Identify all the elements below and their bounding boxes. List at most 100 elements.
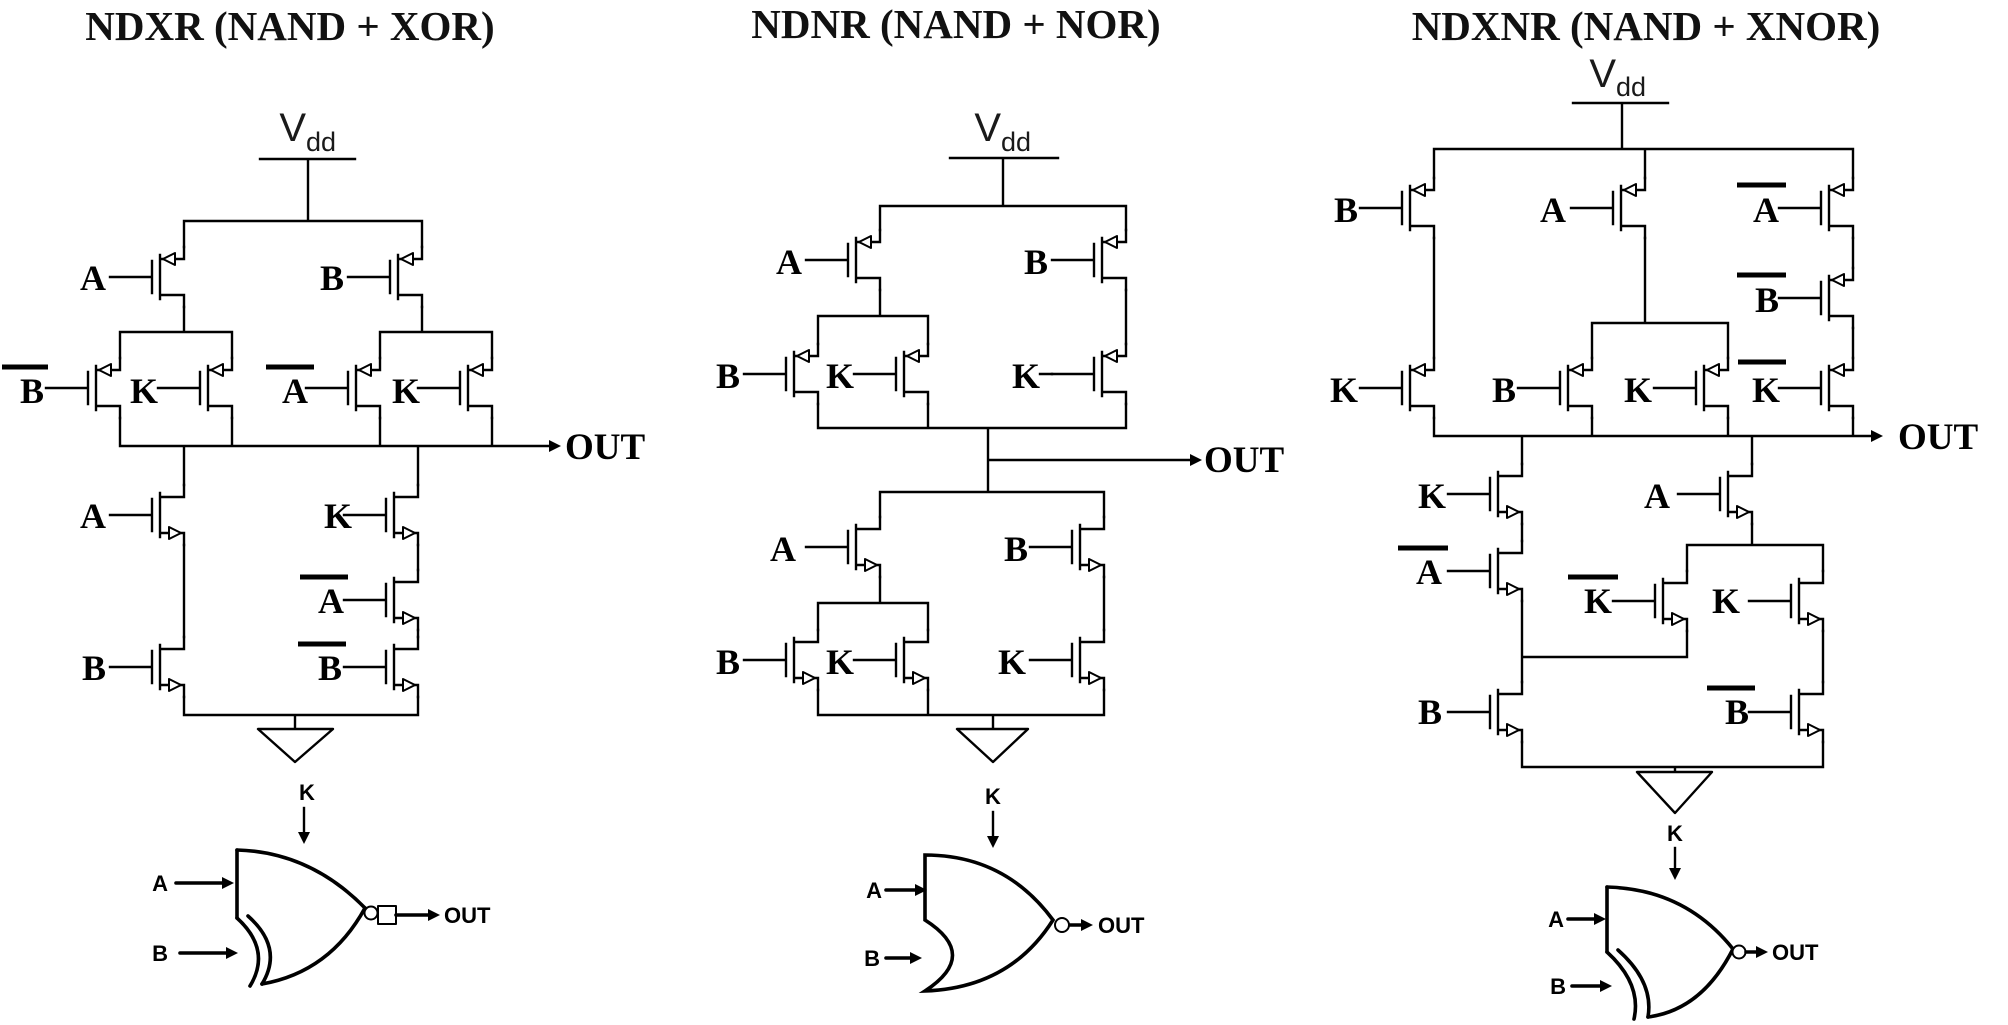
transistor-label-nmos-k: K [998,642,1026,682]
pmos-transistor [304,356,382,420]
gate-symbol-nor: A B OUT [864,853,1145,994]
transistor-label-pmos-pair-b: B [1492,370,1516,410]
output-bubble [1731,944,1747,960]
pmos-transistor [108,245,186,309]
nmos-transistor [342,568,420,632]
gate-top-curve [235,848,367,910]
out-label: OUT [1898,417,1979,458]
transistor-label-nmos-abar: A [318,581,344,621]
pmos-transistor [804,228,882,292]
transistor-label-nmos-k: K [1418,476,1446,516]
nmos-transistor [342,635,420,699]
transistor-label-nmos-k: K [324,496,352,536]
circuit-title: NDNR (NAND + NOR) [751,1,1160,47]
circuit-title: NDXNR (NAND + XNOR) [1412,3,1881,49]
nmos-transistor [1747,680,1825,744]
transistor-label-nmos-a: A [80,496,106,536]
control-arrowhead [298,832,310,844]
transistor-label-nmos-b: B [1418,692,1442,732]
gate-bottom-curve [260,906,367,986]
transistor-label-pmos-bbar: B [1755,280,1779,320]
ground-symbol [955,727,1030,764]
pmos-transistor [156,356,234,420]
transistor-label-nmos-kbar: K [1584,581,1612,621]
gate-input-a-label: A [866,878,882,903]
transistor-label-nmos-a: A [770,529,796,569]
gate-input-b-arrowhead [226,947,238,959]
pmos-transistor [1050,228,1128,292]
output-bubble [363,905,379,921]
ground-symbol [1635,770,1714,815]
gate-outer-crescent [235,916,261,988]
out-label: OUT [1204,440,1285,481]
nmos-transistor [342,483,420,547]
pmos-transistor [742,342,820,406]
gate-out-label: OUT [1098,913,1145,938]
pmos-transistor [1777,266,1855,330]
pmos-transistor [1569,176,1647,240]
gate-inner-crescent [1616,948,1651,1019]
vdd-label: V [1589,52,1616,96]
control-arrowhead [1669,868,1681,880]
transistor-label-pmos-k2: K [392,371,420,411]
transistor-label-nmos-abar: A [1416,552,1442,592]
transistor-label-nmos-k2: K [1712,581,1740,621]
nmos-transistor [1028,515,1106,579]
gate-output-arrowhead [1081,919,1093,931]
circuit-title: NDXR (NAND + XOR) [85,3,494,49]
transistor-label-pmos-k1: K [130,371,158,411]
out-arrowhead [549,440,561,452]
wires [816,156,1192,731]
out-label: OUT [565,427,646,468]
vdd-label: V [974,106,1001,150]
pmos-transistor [416,356,494,420]
gate-input-a-arrowhead [222,877,234,889]
pmos-transistor [852,342,930,406]
wires [118,157,551,731]
transistor-label-nmos-bbar: B [1725,692,1749,732]
circuit-ndnr: NDNR (NAND + NOR) V dd A B B K K A B B K… [716,1,1285,994]
nmos-transistor [852,628,930,692]
nmos-transistor [1446,680,1524,744]
control-k-label: K [299,780,315,805]
gate-input-a-label: A [152,871,168,896]
transistor-label-pmos-a: A [776,242,802,282]
pmos-transistor [1777,176,1855,240]
transistor-label-pmos-kbar: K [1752,370,1780,410]
transistor-label-pmos-abar: A [282,371,308,411]
transistor-label-nmos-b: B [1004,529,1028,569]
nmos-transistor [1446,539,1524,603]
gate-input-b-arrowhead [910,952,922,964]
transistor-label-pmos-a: A [80,258,106,298]
vdd-subscript: dd [1001,127,1031,157]
nmos-transistor [742,628,820,692]
transistor-label-pmos-b: B [1024,242,1048,282]
pmos-transistor [44,356,122,420]
gate-body [918,853,1056,994]
gate-symbol-nand-xnor: A B OUT [1548,885,1819,1021]
nmos-transistor [1028,628,1106,692]
transistor-label-nmos-pair-b: B [716,642,740,682]
nmos-transistor [108,635,186,699]
transistor-label-pmos-b: B [1334,190,1358,230]
gate-symbol-nand-xor: A B OUT [152,848,491,988]
nmos-transistor [1676,462,1754,526]
transistor-label-pmos-a: A [1540,190,1566,230]
transistor-label-pmos-bbar: B [20,371,44,411]
nmos-transistor [108,483,186,547]
output-square [377,905,397,925]
vdd-subscript: dd [306,127,336,157]
vdd-subscript: dd [1616,72,1646,102]
gate-input-b-label: B [864,946,880,971]
gate-output-arrowhead [1756,946,1768,958]
transistor-label-pmos-pair-k: K [826,356,854,396]
nmos-transistor [1747,569,1825,633]
gate-input-b-label: B [152,941,168,966]
gate-outer-crescent [1605,950,1638,1021]
gate-out-label: OUT [1772,940,1819,965]
vdd-label: V [279,106,306,150]
pmos-transistor [1358,356,1436,420]
pmos-transistor [1358,176,1436,240]
transistor-label-pmos-k: K [1012,356,1040,396]
